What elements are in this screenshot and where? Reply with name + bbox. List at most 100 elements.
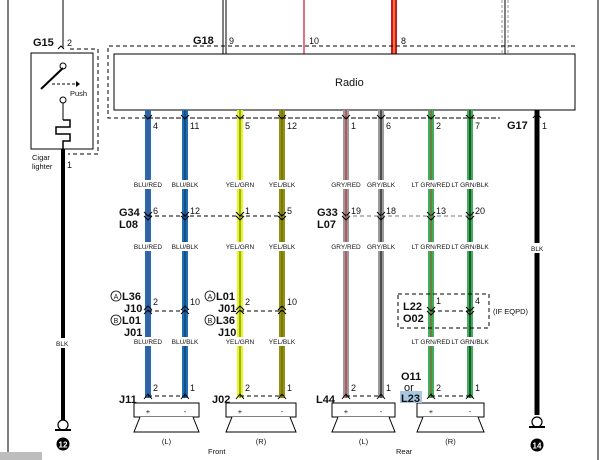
fr-a-label: L01: [216, 291, 235, 303]
l44-label: L44: [316, 394, 336, 406]
speaker-cone-icon: [133, 416, 200, 433]
speaker: +-(L): [331, 402, 396, 446]
ground-12-label: 12: [59, 441, 68, 450]
speaker-pin: 1: [287, 383, 292, 393]
cigar-wire-color: BLK: [56, 341, 69, 348]
radio-pin: 1: [351, 121, 356, 131]
radio-pin: 5: [245, 121, 250, 131]
label-bg: [266, 337, 298, 346]
speaker-pin: 1: [386, 383, 391, 393]
label-bg: [454, 180, 486, 189]
speaker-plus: +: [146, 407, 151, 416]
label-bg: [224, 337, 256, 346]
speaker-side: (R): [256, 437, 267, 446]
option-pin: 2: [245, 297, 250, 307]
ground-12-badge: [56, 437, 70, 451]
push-label: Push: [70, 89, 87, 98]
pin-chevron: [277, 114, 287, 120]
ground-icon: [531, 416, 543, 428]
front-left-option: A L36 J10 B L01 J01: [110, 290, 142, 339]
wire-color-label: BLU/RED: [134, 339, 162, 346]
speaker-chevron: [426, 393, 436, 400]
rear-label: Rear: [396, 447, 413, 456]
wire-color-label: LT GRN/BLK: [451, 182, 489, 189]
speaker-terminal-block: [133, 402, 200, 418]
fr-b2-label: J10: [218, 327, 236, 339]
speaker-terminal-block: [331, 402, 396, 418]
speaker-chevron: [376, 393, 386, 400]
speaker-terminal-block: [225, 402, 297, 418]
cigar-label-2: lighter: [32, 162, 53, 171]
fl-b-label: L01: [122, 315, 141, 327]
label-bg: [365, 242, 397, 251]
pin-chevron: [376, 114, 386, 120]
label-bg: [330, 242, 362, 251]
label-bg: [224, 180, 256, 189]
g15-pin: 2: [67, 38, 72, 48]
radio-pin: 6: [386, 121, 391, 131]
heater-coil-icon: [55, 119, 71, 149]
radio-pin: 7: [475, 121, 480, 131]
radio-pin: 11: [190, 121, 199, 131]
inline-pin: 6: [153, 206, 158, 216]
speaker-chevron: [235, 393, 245, 400]
speaker-side: (R): [445, 437, 456, 446]
fl-b2-label: J01: [124, 327, 142, 339]
eqpd-pin: 1: [436, 296, 441, 306]
g15-pin-bottom: 1: [67, 160, 72, 170]
option-pin: 10: [287, 297, 297, 307]
speaker-minus: -: [469, 407, 472, 416]
ground-wire-right: [527, 110, 547, 452]
wire-color-label: GRY/BLK: [367, 182, 396, 189]
inline-pin: 20: [475, 206, 485, 216]
or-label: or: [404, 382, 414, 394]
label-bg: [132, 337, 164, 346]
cigar-label-1: Cigar: [32, 153, 50, 162]
connector-dashes: [148, 117, 500, 397]
option-pin: 10: [190, 297, 200, 307]
wire-color-label: YEL/GRN: [226, 244, 255, 251]
cigar-lighter: [30, 45, 99, 451]
ground-14-label: 14: [533, 442, 542, 451]
speaker: +-(R): [225, 402, 297, 446]
wire-color-label: LT GRN/BLK: [451, 244, 489, 251]
front-right-option: A L01 J01 B L36 J10: [204, 290, 236, 339]
speaker-pin: 2: [245, 383, 250, 393]
speaker-pin: 2: [436, 383, 441, 393]
speaker-pin: 2: [351, 383, 356, 393]
speaker-plus: +: [429, 407, 434, 416]
wire-color-label: LT GRN/BLK: [451, 339, 489, 346]
radio-pin: 2: [436, 121, 441, 131]
inline-pin: 19: [351, 206, 361, 216]
radio-pin: 4: [153, 121, 158, 131]
wire-color-label: YEL/BLK: [269, 182, 296, 189]
speaker-side: (L): [359, 437, 369, 446]
svg-text:A: A: [114, 294, 119, 301]
label-bg: [415, 242, 447, 251]
label-bg: [266, 242, 298, 251]
speaker-pin: 2: [153, 383, 158, 393]
label-bg: [169, 337, 201, 346]
fr-a2-label: J01: [218, 303, 236, 315]
top-wires: [62, 0, 509, 54]
ground-14-badge: [530, 438, 544, 452]
g33-label: G33: [317, 207, 338, 219]
speaker-side: (L): [162, 437, 172, 446]
option-chevron: [277, 305, 287, 315]
pin-chevron: [465, 114, 475, 120]
speaker-pin: 1: [190, 383, 195, 393]
speaker: + - (R): [416, 402, 485, 446]
speaker-plus: +: [344, 407, 349, 416]
wire-color-label: BLU/BLK: [172, 339, 199, 346]
speaker-chevron: [143, 393, 153, 400]
label-bg: [224, 242, 256, 251]
l23-label: L23: [401, 393, 420, 405]
svg-text:B: B: [208, 318, 213, 325]
label-bg: [365, 180, 397, 189]
speaker-chevron: [277, 393, 287, 400]
wire-color-label: LT GRN/RED: [412, 339, 451, 346]
speaker: +-(L): [133, 402, 200, 446]
pin-chevron: [235, 114, 245, 120]
j11-label: J11: [119, 394, 137, 406]
